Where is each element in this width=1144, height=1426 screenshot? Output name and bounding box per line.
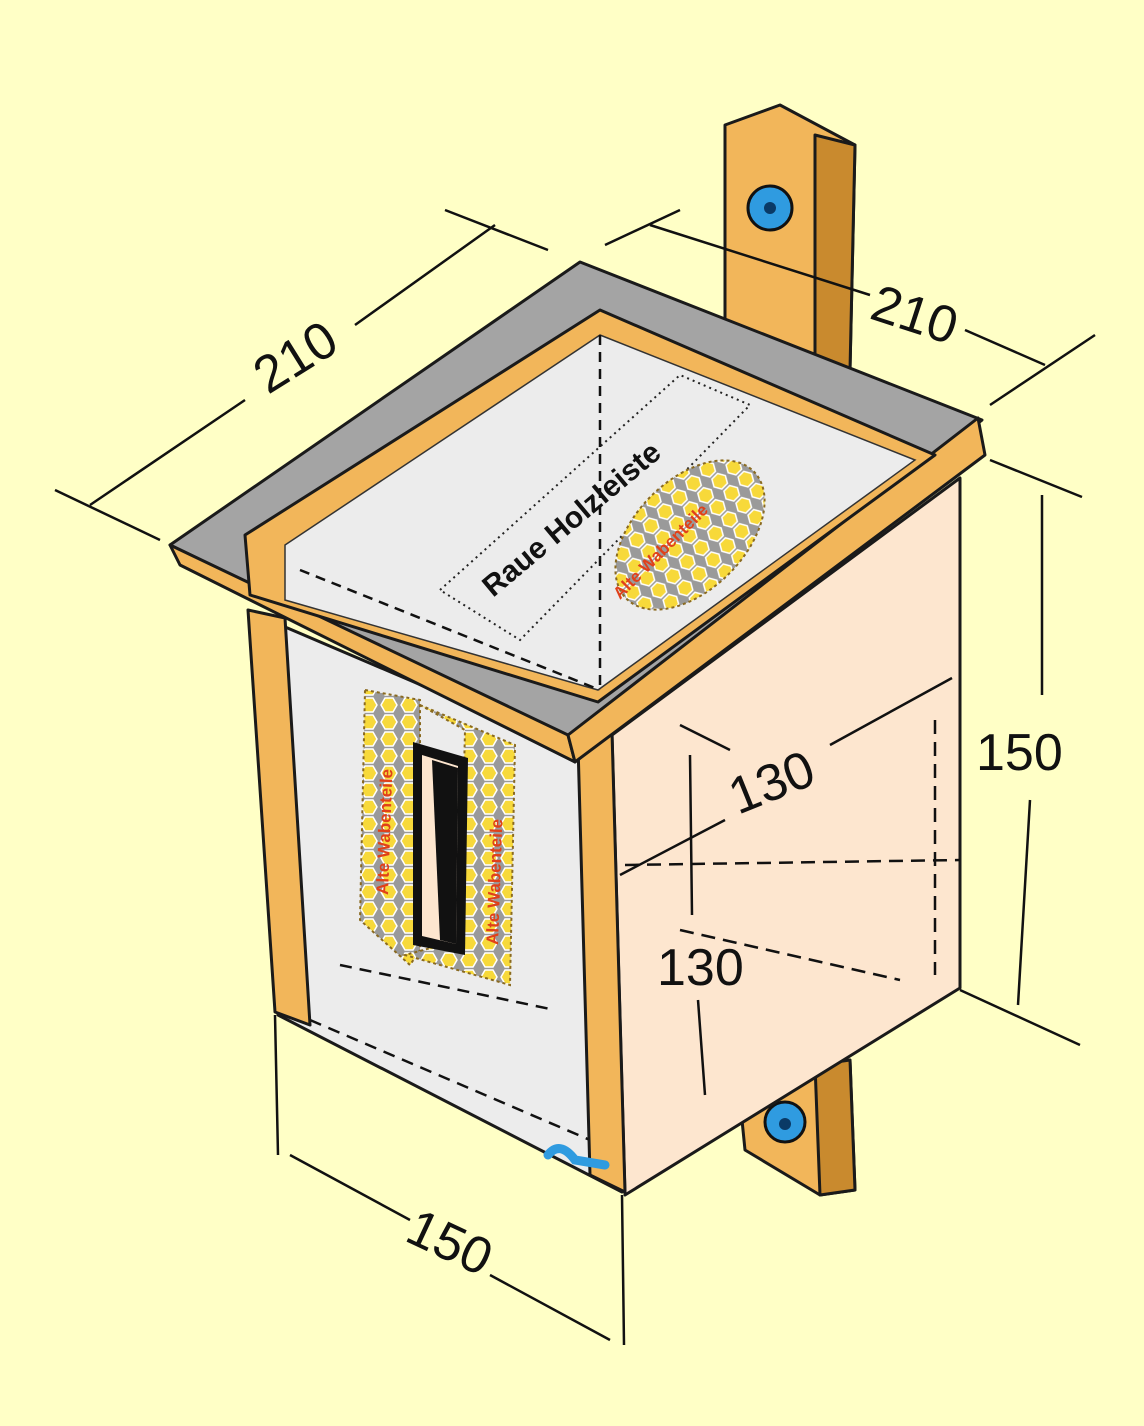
dimension-lines xyxy=(54,208,1096,1346)
honeycomb-patch xyxy=(614,459,766,611)
dimension-front-width: 150 xyxy=(398,1198,501,1287)
dimension-roof-right: 210 xyxy=(864,274,964,356)
dimension-height-right: 150 xyxy=(976,724,1063,782)
honeycomb-patch xyxy=(401,704,517,987)
comb-label: Alte Wabenteile xyxy=(373,769,396,896)
dimension-roof-left: 210 xyxy=(244,310,348,405)
latch-icon xyxy=(543,1144,610,1170)
dimension-inner-height: 130 xyxy=(657,939,744,997)
comb-label: Alte Wabenteile xyxy=(483,819,506,946)
